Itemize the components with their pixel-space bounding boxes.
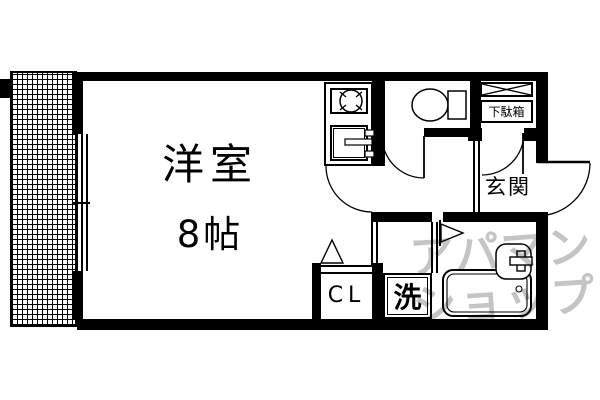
wall-closet-right <box>372 263 383 319</box>
shoe-box-label: 下駄箱 <box>488 105 525 119</box>
stove-burner-icon <box>339 89 363 113</box>
wall-genkan-door-right-stub <box>524 128 537 141</box>
wall-hall-genkan <box>473 140 475 212</box>
wall-room-niche <box>376 222 378 265</box>
toilet-door-arc <box>381 135 425 179</box>
wall-shoe-left <box>470 81 481 140</box>
wall-niche-bath <box>431 222 433 273</box>
wall-kitchen-right <box>372 81 385 166</box>
wash-basin-icon <box>495 243 533 280</box>
laundry-label: 洗 <box>393 281 422 314</box>
wall-right-lower <box>536 212 548 330</box>
entrance-label: 玄関 <box>485 175 531 199</box>
balcony-hatch <box>10 71 77 327</box>
wall-left-top <box>72 72 83 134</box>
wall-right-upper <box>536 72 548 163</box>
wall-top <box>77 72 548 81</box>
wall-sanitary-top-left <box>371 212 432 222</box>
closet-door-triangle-icon <box>319 238 345 264</box>
bathtub-icon <box>442 269 532 317</box>
wall-closet-left <box>312 263 321 319</box>
main-room-size: 8帖 <box>176 213 244 256</box>
wall-toilet-bottom <box>424 128 470 137</box>
wall-left-bottom <box>72 271 83 319</box>
wall-genkan-door-left-stub <box>468 128 482 141</box>
closet-front <box>321 265 372 274</box>
closet-label: CL <box>327 282 366 308</box>
folding-door-icon <box>439 220 465 246</box>
wall-bottom <box>77 319 548 330</box>
kitchen-faucet-icon <box>344 129 375 158</box>
washing-machine-space <box>383 273 432 319</box>
wall-niche-bath <box>436 222 438 273</box>
wall-genkan-bottom <box>470 212 548 222</box>
shoe-box <box>480 100 533 123</box>
main-room-label: 洋室 <box>161 139 258 189</box>
entrance-door-arc <box>536 160 591 217</box>
wall-left-nub <box>0 79 10 98</box>
toilet-icon <box>411 88 467 122</box>
entrance-inner-door-arc <box>481 132 525 176</box>
washing-machine-inner <box>387 277 428 315</box>
room-door-arc <box>325 165 373 213</box>
x-cross-icon <box>481 83 532 96</box>
wall-hall-genkan <box>478 140 480 212</box>
wall-room-niche <box>371 222 373 265</box>
window-center-tick <box>73 202 90 204</box>
wall-sanitary-top-right <box>443 212 470 222</box>
